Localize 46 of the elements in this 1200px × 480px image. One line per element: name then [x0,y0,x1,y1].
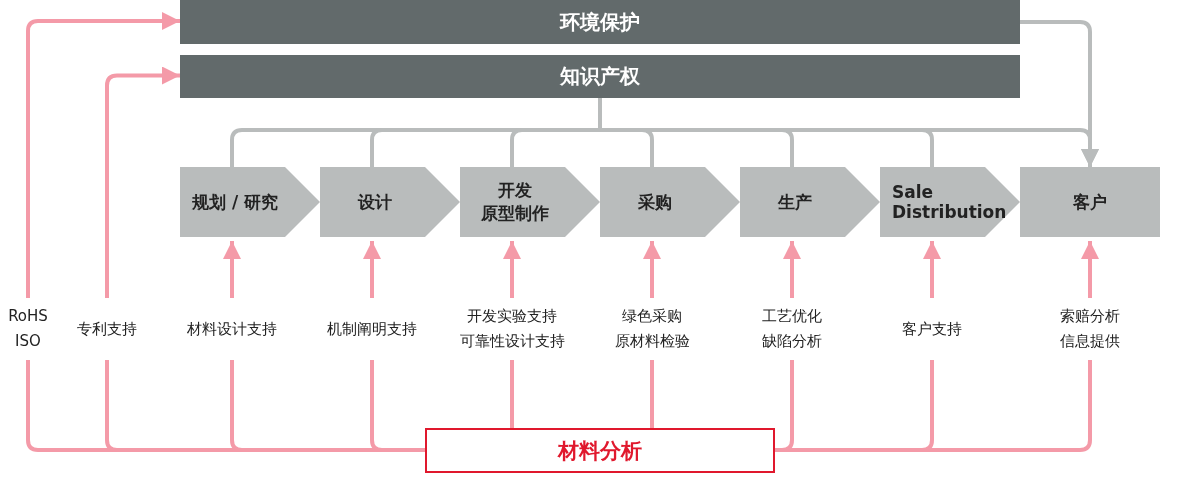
arrow [26,12,180,298]
step-label: 采购 [638,190,672,214]
banner-title: 环境保护 [560,8,640,36]
support-label: 索赔分析 [1060,306,1120,327]
support-label: 信息提供 [1060,331,1120,352]
step-label: 规划 / 研究 [191,190,278,214]
arrow [223,241,241,298]
connector-line [775,360,1092,452]
arrow [363,241,381,298]
process-step [460,167,600,237]
arrow [923,241,941,298]
support-label: 客户支持 [902,318,962,340]
connector-line [370,360,425,452]
step-label: 原型制作 [481,202,549,225]
support-label: RoHS ISO [8,306,48,352]
arrow [503,241,521,298]
support-label: 工艺优化 [762,306,822,327]
support-label: 材料设计支持 [187,318,277,340]
box-title: 材料分析 [558,437,642,465]
support-label: 缺陷分析 [762,331,822,352]
connector-line [650,360,654,428]
process-step [180,167,320,237]
banner-bar [180,55,1020,98]
step-label: 开发 [498,179,532,202]
arrow [643,241,661,298]
support-label: 绿色采购 [622,306,682,327]
analysis-box [425,428,775,473]
connector-line [510,360,514,428]
support-label: 原材料检验 [614,331,690,352]
support-label: 机制阐明支持 [327,318,417,340]
step-label: 设计 [358,190,392,214]
process-step [740,167,880,237]
arrow [105,66,180,298]
support-label: 开发实验支持 [467,306,557,327]
process-step [600,167,740,237]
support-label: 专利支持 [77,318,137,340]
process-box [1020,167,1160,237]
support-label: 可靠性设计支持 [459,331,565,352]
banner-title: 知识产权 [560,63,640,90]
process-step [880,167,1020,237]
arrow [1081,241,1099,298]
arrow [783,241,801,298]
process-step [320,167,460,237]
step-label: 生产 [778,190,812,214]
banner-bar [180,0,1020,44]
step-label: 客户 [1073,190,1107,214]
